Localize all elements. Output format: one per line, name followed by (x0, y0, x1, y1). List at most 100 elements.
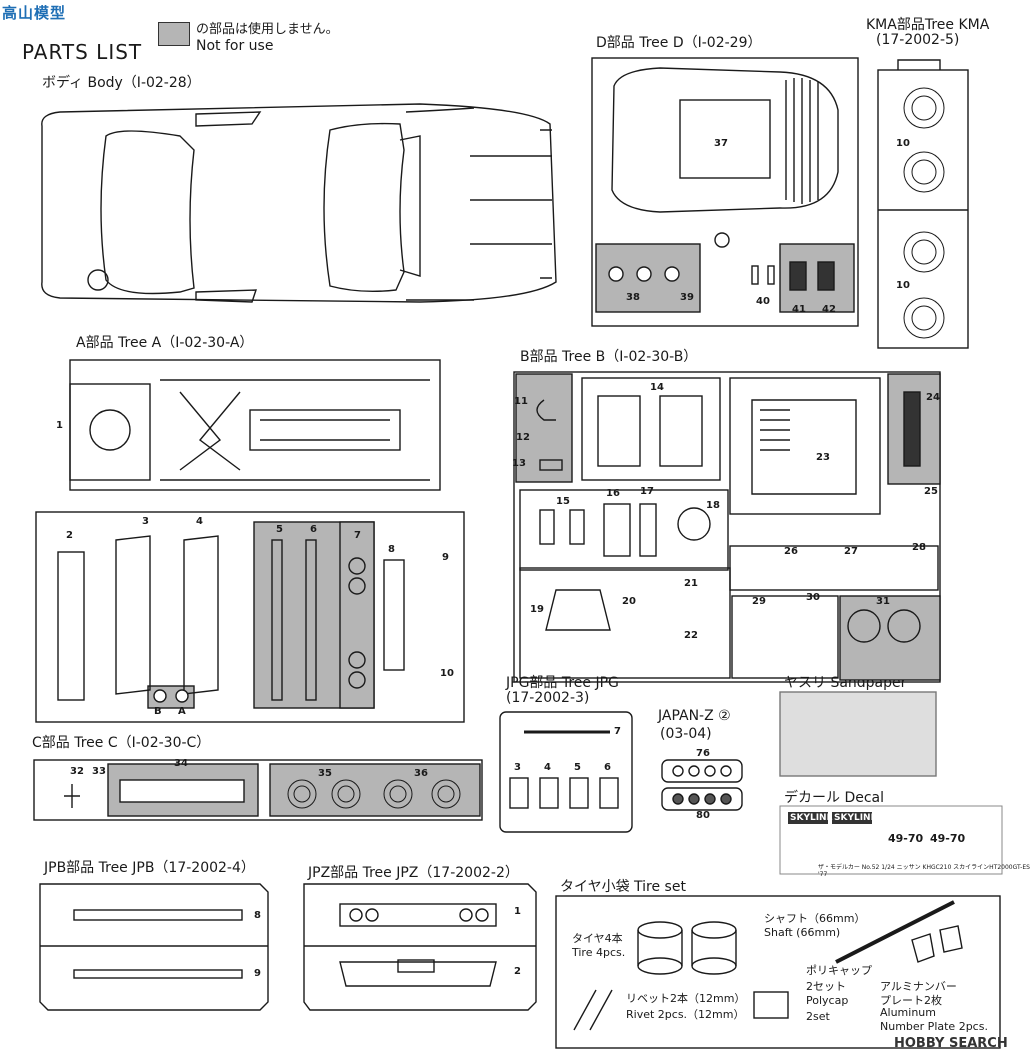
tree-jpg-code: (17-2002-3) (506, 690, 590, 706)
c-part-34: 34 (174, 758, 188, 769)
b-part-15: 15 (556, 496, 570, 507)
a-part-1: 1 (56, 420, 63, 431)
b-part-31: 31 (876, 596, 890, 607)
a-part-7: 7 (354, 530, 361, 541)
plate-en: Aluminum (880, 1006, 936, 1019)
polycap-en2: 2set (806, 1010, 830, 1023)
tree-kma-drawing (877, 59, 969, 349)
b-part-28: 28 (912, 542, 926, 553)
watermark: HOBBY SEARCH (894, 1036, 1008, 1051)
shaft-jp: シャフト（66mm） (764, 912, 866, 925)
tree-jpz-label: JPZ部品 Tree JPZ（17-2002-2） (308, 865, 519, 881)
b-part-24: 24 (926, 392, 940, 403)
japan-z-label: JAPAN-Z ② (658, 708, 731, 724)
c-part-32: 32 (70, 766, 84, 777)
decal-plate-b: 49-70 (930, 832, 966, 845)
japan-z-code: (03-04) (660, 726, 712, 742)
decal-sheet (779, 805, 1003, 875)
a-part-8: 8 (388, 544, 395, 555)
c-part-35: 35 (318, 768, 332, 779)
b-part-25: 25 (924, 486, 938, 497)
kma-part-10b: 10 (896, 280, 910, 291)
b-part-19: 19 (530, 604, 544, 615)
c-part-33: 33 (92, 766, 106, 777)
b-part-12: 12 (516, 432, 530, 443)
b-part-30: 30 (806, 592, 820, 603)
tire-en: Tire 4pcs. (572, 946, 626, 959)
tree-jpg-label: JPG部品 Tree JPG (506, 675, 619, 691)
part-41: 41 (792, 304, 806, 315)
jpg-part-5: 5 (574, 762, 581, 773)
body-drawing (41, 103, 557, 303)
a-part-6: 6 (310, 524, 317, 535)
jpz-part-1: 1 (514, 906, 521, 917)
jz-part-80: 80 (696, 810, 710, 821)
unused-legend-swatch (158, 22, 190, 46)
a-part-2: 2 (66, 530, 73, 541)
c-part-36: 36 (414, 768, 428, 779)
b-part-27: 27 (844, 546, 858, 557)
a-part-9: 9 (442, 552, 449, 563)
decal-brand-1: SKYLINE (790, 813, 833, 823)
kma-part-10a: 10 (896, 138, 910, 149)
b-part-29: 29 (752, 596, 766, 607)
parts-list-title: PARTS LIST (22, 40, 143, 64)
tree-b-drawing (513, 371, 941, 683)
rivet-en: Rivet 2pcs.（12mm） (626, 1008, 745, 1021)
tree-c-drawing (33, 759, 483, 821)
tree-jpz-drawing (303, 883, 537, 1011)
tree-c-label: C部品 Tree C（I-02-30-C） (32, 735, 211, 751)
jpg-part-3: 3 (514, 762, 521, 773)
decal-brand-2: SKYLINE (834, 813, 877, 823)
tree-kma-label: KMA部品Tree KMA (866, 17, 990, 33)
a-part-A: A (178, 706, 186, 717)
tree-b-label: B部品 Tree B（I-02-30-B） (520, 349, 698, 365)
tire-set-label: タイヤ小袋 Tire set (560, 879, 686, 895)
tree-d-label: D部品 Tree D（I-02-29） (596, 35, 762, 51)
jpb-part-8: 8 (254, 910, 261, 921)
b-part-14: 14 (650, 382, 664, 393)
tree-a-drawing (35, 359, 465, 723)
decal-footer: ザ・モデルカー No.52 1/24 ニッサン KHGC210 スカイラインHT… (818, 864, 1030, 878)
part-40: 40 (756, 296, 770, 307)
legend-jp: の部品は使用しません。 (196, 22, 339, 37)
tree-jpb-drawing (39, 883, 269, 1011)
a-part-4: 4 (196, 516, 203, 527)
japan-z-drawing (661, 759, 743, 811)
a-part-3: 3 (142, 516, 149, 527)
polycap-en: Polycap (806, 994, 849, 1007)
tree-jpg-drawing (499, 711, 633, 833)
b-part-13: 13 (512, 458, 526, 469)
a-part-5: 5 (276, 524, 283, 535)
tree-d-drawing (591, 57, 859, 327)
decal-plate-a: 49-70 (888, 832, 924, 845)
jpz-part-2: 2 (514, 966, 521, 977)
part-42: 42 (822, 304, 836, 315)
b-part-11: 11 (514, 396, 528, 407)
part-39: 39 (680, 292, 694, 303)
plate-jp: アルミナンバー (880, 980, 957, 993)
tree-a-label: A部品 Tree A（I-02-30-A） (76, 335, 254, 351)
legend-en: Not for use (196, 38, 274, 54)
jpg-part-7: 7 (614, 726, 621, 737)
part-38: 38 (626, 292, 640, 303)
tree-jpb-label: JPB部品 Tree JPB（17-2002-4） (44, 860, 255, 876)
tire-set-drawing (555, 895, 1001, 1049)
jpg-part-4: 4 (544, 762, 551, 773)
a-part-B: B (154, 706, 162, 717)
polycap-jp: ポリキャップ (806, 964, 872, 977)
sandpaper-sheet (779, 691, 937, 777)
decal-label: デカール Decal (784, 790, 885, 806)
rivet-jp: リベット2本（12mm） (626, 992, 746, 1005)
polycap-jp2: 2セット (806, 980, 846, 993)
b-part-23: 23 (816, 452, 830, 463)
logo: 高山模型 (2, 4, 67, 22)
tree-kma-code: (17-2002-5) (876, 32, 960, 48)
jpg-part-6: 6 (604, 762, 611, 773)
b-part-16: 16 (606, 488, 620, 499)
plate-jp2: プレート2枚 (880, 994, 942, 1007)
b-part-17: 17 (640, 486, 654, 497)
jpb-part-9: 9 (254, 968, 261, 979)
b-part-26: 26 (784, 546, 798, 557)
